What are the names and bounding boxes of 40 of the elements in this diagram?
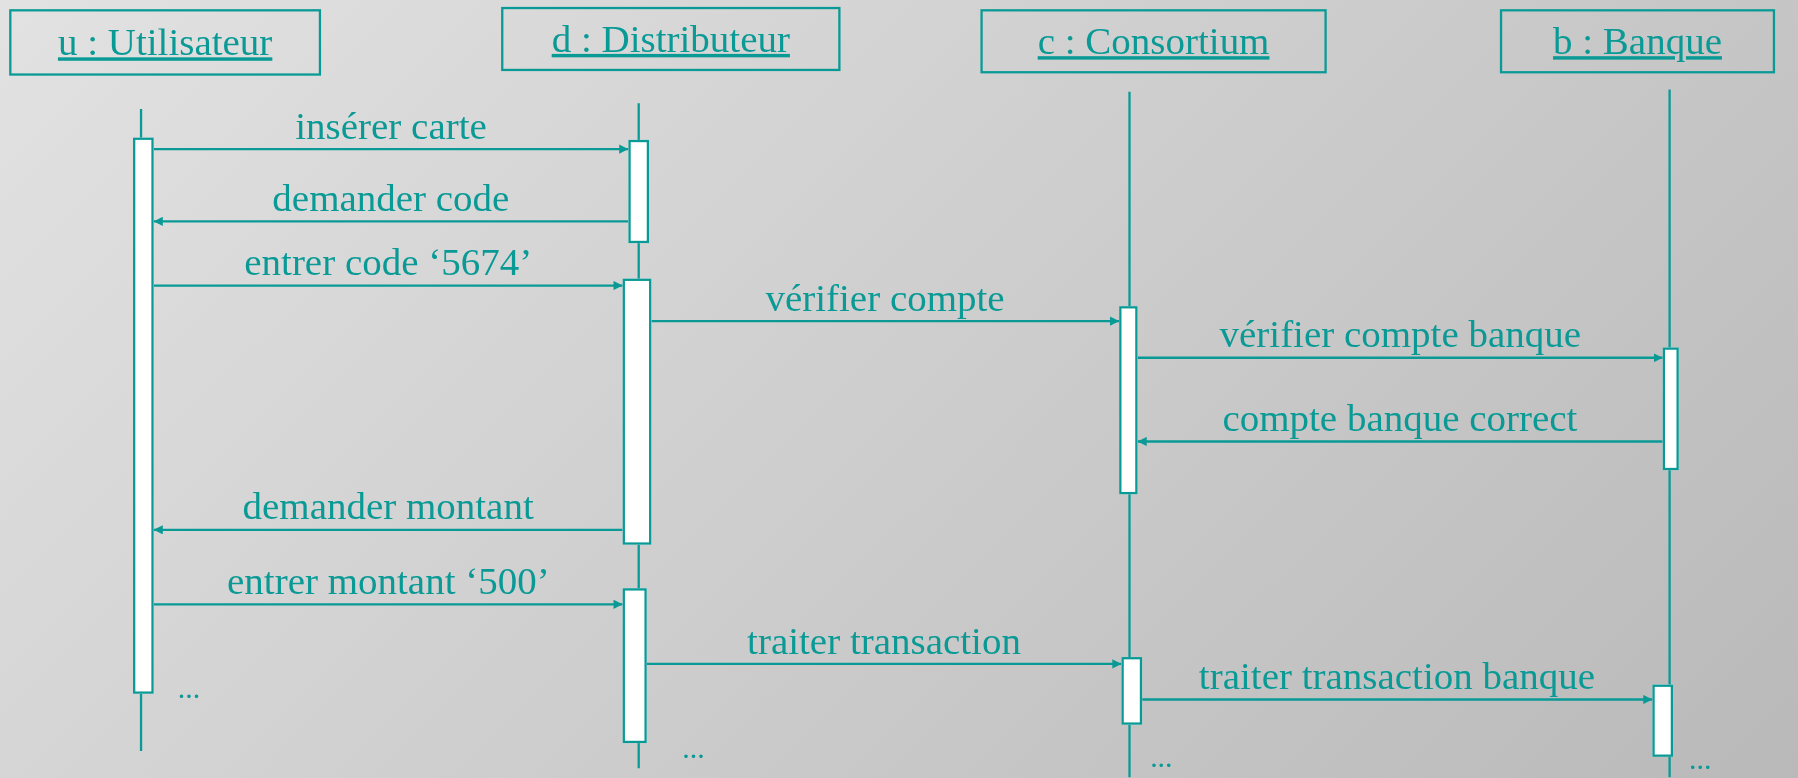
message-label: vérifier compte	[765, 278, 1005, 318]
message-arrow	[153, 525, 623, 535]
message-arrow	[1142, 694, 1653, 705]
object-box	[1499, 9, 1776, 74]
object-name: d : Distributeur	[551, 17, 790, 61]
message-arrow	[153, 280, 623, 291]
message-arrow	[651, 316, 1120, 326]
activation-bar	[133, 137, 154, 694]
object-name: c : Consortium	[1037, 19, 1270, 64]
message-label: compte banque correct	[1222, 399, 1578, 439]
activation-bar	[628, 139, 650, 244]
message-label: vérifier compte banque	[1219, 315, 1582, 355]
activation-bar	[1121, 657, 1143, 725]
message-arrow	[153, 599, 623, 609]
message-label: demander code	[272, 178, 510, 218]
continuation-dots: ...	[682, 733, 705, 764]
message-arrow	[1137, 353, 1663, 363]
object-name: b : Banque	[1553, 19, 1722, 64]
activation-bar	[1652, 684, 1674, 757]
message-arrow	[1137, 436, 1663, 447]
object-box	[9, 9, 322, 76]
activation-bar	[622, 588, 647, 744]
activation-bar	[622, 278, 652, 545]
object-box	[501, 6, 841, 72]
message-arrow	[153, 216, 629, 226]
message-label: insérer carte	[295, 106, 487, 146]
message-label: entrer montant ‘500’	[227, 561, 550, 601]
continuation-dots: ...	[1150, 743, 1173, 773]
activation-bar	[1662, 347, 1679, 471]
activation-bar	[1119, 306, 1138, 495]
message-label: demander montant	[242, 487, 534, 527]
message-arrow	[153, 144, 629, 154]
message-label: entrer code ‘5674’	[244, 243, 533, 283]
message-arrow	[646, 659, 1122, 669]
continuation-dots: ...	[177, 674, 201, 705]
object-name: u : Utilisateur	[57, 20, 273, 65]
object-box	[980, 9, 1327, 74]
message-label: traiter transaction banque	[1198, 657, 1596, 697]
continuation-dots: ...	[1689, 745, 1712, 776]
message-label: traiter transaction	[747, 621, 1021, 661]
